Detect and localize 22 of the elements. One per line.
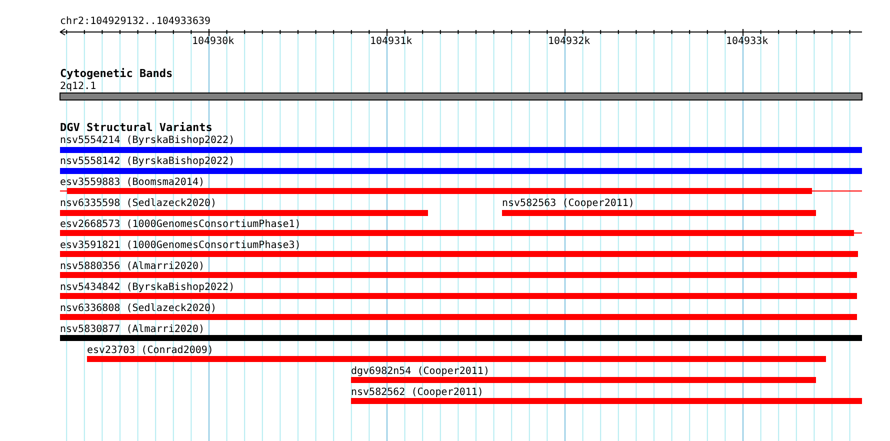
variant-label: nsv6336808 (Sedlazeck2020) [60, 303, 217, 314]
variant-label: nsv582563 (Cooper2011) [502, 198, 634, 209]
variant-label: esv3559883 (Boomsma2014) [60, 177, 204, 188]
track-title: Cytogenetic Bands [60, 68, 173, 79]
variant-label: esv23703 (Conrad2009) [87, 345, 214, 356]
variant-label: nsv5554214 (ByrskaBishop2022) [60, 135, 235, 146]
track-title: DGV Structural Variants [60, 122, 212, 133]
variant-label: esv3591821 (1000GenomesConsortiumPhase3) [60, 240, 301, 251]
coordinate-range: chr2:104929132..104933639 [60, 16, 211, 27]
variant-label: nsv5558142 (ByrskaBishop2022) [60, 156, 235, 167]
variant-label: nsv582562 (Cooper2011) [351, 387, 484, 398]
variant-label: nsv5434842 (ByrskaBishop2022) [60, 282, 235, 293]
variant-label: dgv6982n54 (Cooper2011) [351, 366, 490, 377]
band-label: 2q12.1 [60, 81, 96, 92]
tick-label: 104930k [192, 36, 234, 47]
variant-label: nsv6335598 (Sedlazeck2020) [60, 198, 217, 209]
variant-label: nsv5880356 (Almarri2020) [60, 261, 204, 272]
tick-label: 104932k [548, 36, 590, 47]
tick-label: 104931k [370, 36, 412, 47]
variant-label: esv2668573 (1000GenomesConsortiumPhase1) [60, 219, 301, 230]
variant-label: nsv5830877 (Almarri2020) [60, 324, 204, 335]
tick-label: 104933k [726, 36, 768, 47]
